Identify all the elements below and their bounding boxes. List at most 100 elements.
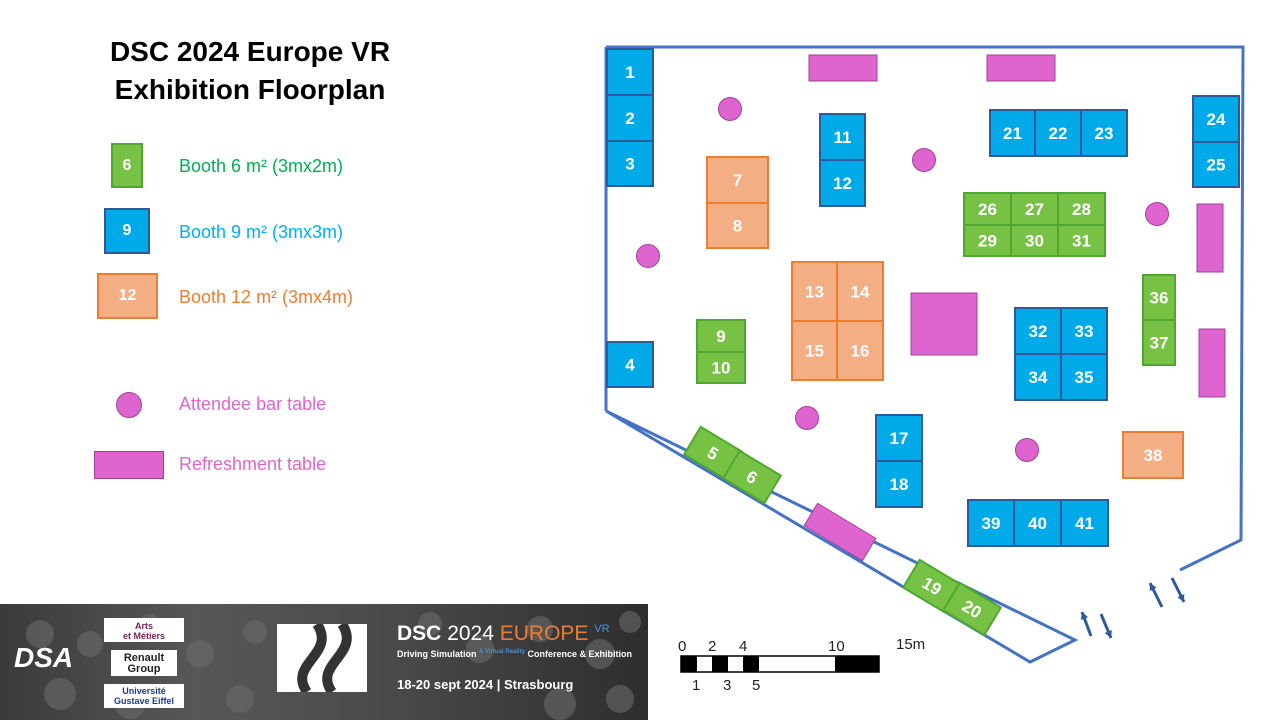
booth-2[interactable]: 2	[606, 94, 654, 142]
booth-40[interactable]: 40	[1013, 499, 1062, 547]
booth-23[interactable]: 23	[1080, 109, 1128, 157]
booth-13[interactable]: 13	[791, 261, 838, 322]
refreshment-table	[1198, 328, 1226, 398]
legend-swatch-booth6: 6	[111, 143, 143, 188]
booth-4-shape	[606, 341, 654, 388]
booth-18[interactable]: 18	[875, 460, 923, 508]
legend-swatch-refreshment-table	[94, 451, 164, 479]
booth-7[interactable]: 7	[706, 156, 769, 204]
legend-label-bar-table: Attendee bar table	[179, 394, 327, 414]
booth-15[interactable]: 15	[791, 320, 838, 381]
booth-21[interactable]: 21	[989, 109, 1036, 157]
booth-16[interactable]: 16	[836, 320, 884, 381]
booth-39-number: 39	[982, 514, 1001, 533]
booth-37-shape	[1142, 319, 1176, 366]
booth-10[interactable]: 10	[696, 351, 746, 384]
booth-26[interactable]: 26	[963, 192, 1012, 226]
booth-9[interactable]: 9	[696, 319, 746, 353]
booth-31-shape	[1057, 224, 1106, 257]
legend-label-booth6: Booth 6 m² (3mx2m)	[179, 156, 344, 176]
booth-36[interactable]: 36	[1142, 274, 1176, 321]
booth-29-shape	[963, 224, 1012, 257]
booth-16-shape	[836, 320, 884, 381]
legend-sample-booth9: 9	[122, 222, 132, 239]
booth-34[interactable]: 34	[1014, 353, 1062, 401]
booth-25-shape	[1192, 141, 1240, 188]
booth-7-number: 7	[733, 171, 742, 190]
scale-label-4: 4	[739, 638, 748, 655]
entrance-arrow-out-icon	[1170, 577, 1186, 603]
booth-24[interactable]: 24	[1192, 95, 1240, 143]
booth-20[interactable]: 20	[941, 581, 1003, 637]
booth-33[interactable]: 33	[1060, 307, 1108, 355]
booth-35-shape	[1060, 353, 1108, 401]
booth-26-number: 26	[978, 200, 997, 219]
booth-25[interactable]: 25	[1192, 141, 1240, 188]
event-banner: DSA Arts et Métiers Renault Group Univer…	[0, 604, 648, 720]
booth-22[interactable]: 22	[1034, 109, 1082, 157]
booth-12-shape	[819, 159, 866, 207]
booth-38[interactable]: 38	[1122, 431, 1184, 479]
booth-29[interactable]: 29	[963, 224, 1012, 257]
booth-9-number: 9	[716, 327, 725, 346]
booth-28-number: 28	[1072, 200, 1091, 219]
booth-36-number: 36	[1150, 289, 1169, 308]
booth-24-shape	[1192, 95, 1240, 143]
booth-32-number: 32	[1029, 322, 1048, 341]
booth-4-number: 4	[625, 356, 635, 375]
booth-14-number: 14	[851, 283, 870, 302]
attendee-bar-table	[718, 97, 742, 121]
booth-31-number: 31	[1072, 232, 1091, 251]
booth-6[interactable]: 6	[721, 449, 783, 505]
booth-1[interactable]: 1	[606, 48, 654, 96]
booth-9-shape	[696, 319, 746, 353]
booth-11[interactable]: 11	[819, 113, 866, 161]
renault-logo-line2: Group	[127, 663, 161, 675]
booth-23-shape	[1080, 109, 1128, 157]
booth-30-shape	[1010, 224, 1059, 257]
banner-dates-line: 18-20 sept 2024 | Strasbourg	[397, 677, 573, 692]
booth-20-shape	[941, 581, 1003, 637]
booth-35[interactable]: 35	[1060, 353, 1108, 401]
booth-41-number: 41	[1075, 514, 1094, 533]
booth-30[interactable]: 30	[1010, 224, 1059, 257]
booth-3[interactable]: 3	[606, 140, 654, 187]
legend-label-booth12: Booth 12 m² (3mx4m)	[179, 287, 354, 307]
booth-22-number: 22	[1049, 124, 1068, 143]
booth-12[interactable]: 12	[819, 159, 866, 207]
banner-subtitle-c: Conference & Exhibition	[527, 649, 632, 659]
road-icon	[297, 621, 352, 695]
booth-32[interactable]: 32	[1014, 307, 1062, 355]
booth-33-number: 33	[1075, 322, 1094, 341]
booth-10-number: 10	[712, 359, 731, 378]
attendee-bar-table	[1015, 438, 1039, 462]
booth-8[interactable]: 8	[706, 202, 769, 249]
booth-14[interactable]: 14	[836, 261, 884, 322]
entrance-arrow-in-icon	[1080, 611, 1093, 637]
booth-37[interactable]: 37	[1142, 319, 1176, 366]
dsa-logo: DSA	[14, 642, 74, 673]
booth-23-number: 23	[1095, 124, 1114, 143]
booth-25-number: 25	[1207, 156, 1226, 175]
booth-31[interactable]: 31	[1057, 224, 1106, 257]
entrance-arrows	[1080, 577, 1186, 639]
booth-11-number: 11	[834, 128, 852, 147]
booth-39-shape	[967, 499, 1015, 547]
booth-4[interactable]: 4	[606, 341, 654, 388]
banner-dates: 18-20 sept 2024 |	[397, 677, 501, 692]
legend-label-refreshment-table: Refreshment table	[179, 454, 327, 474]
attendee-bar-table	[636, 244, 660, 268]
arts-et-metiers-logo-line1: Arts	[134, 621, 153, 631]
booth-38-shape	[1122, 431, 1184, 479]
booth-17[interactable]: 17	[875, 414, 923, 462]
booth-18-number: 18	[890, 475, 909, 494]
booth-24-number: 24	[1207, 110, 1226, 129]
booth-28[interactable]: 28	[1057, 192, 1106, 226]
booth-32-shape	[1014, 307, 1062, 355]
attendee-bar-table	[912, 148, 936, 172]
booth-27[interactable]: 27	[1010, 192, 1059, 226]
booth-39[interactable]: 39	[967, 499, 1015, 547]
scale-label-3: 3	[723, 677, 732, 694]
booth-41[interactable]: 41	[1060, 499, 1109, 547]
booth-15-number: 15	[805, 342, 824, 361]
